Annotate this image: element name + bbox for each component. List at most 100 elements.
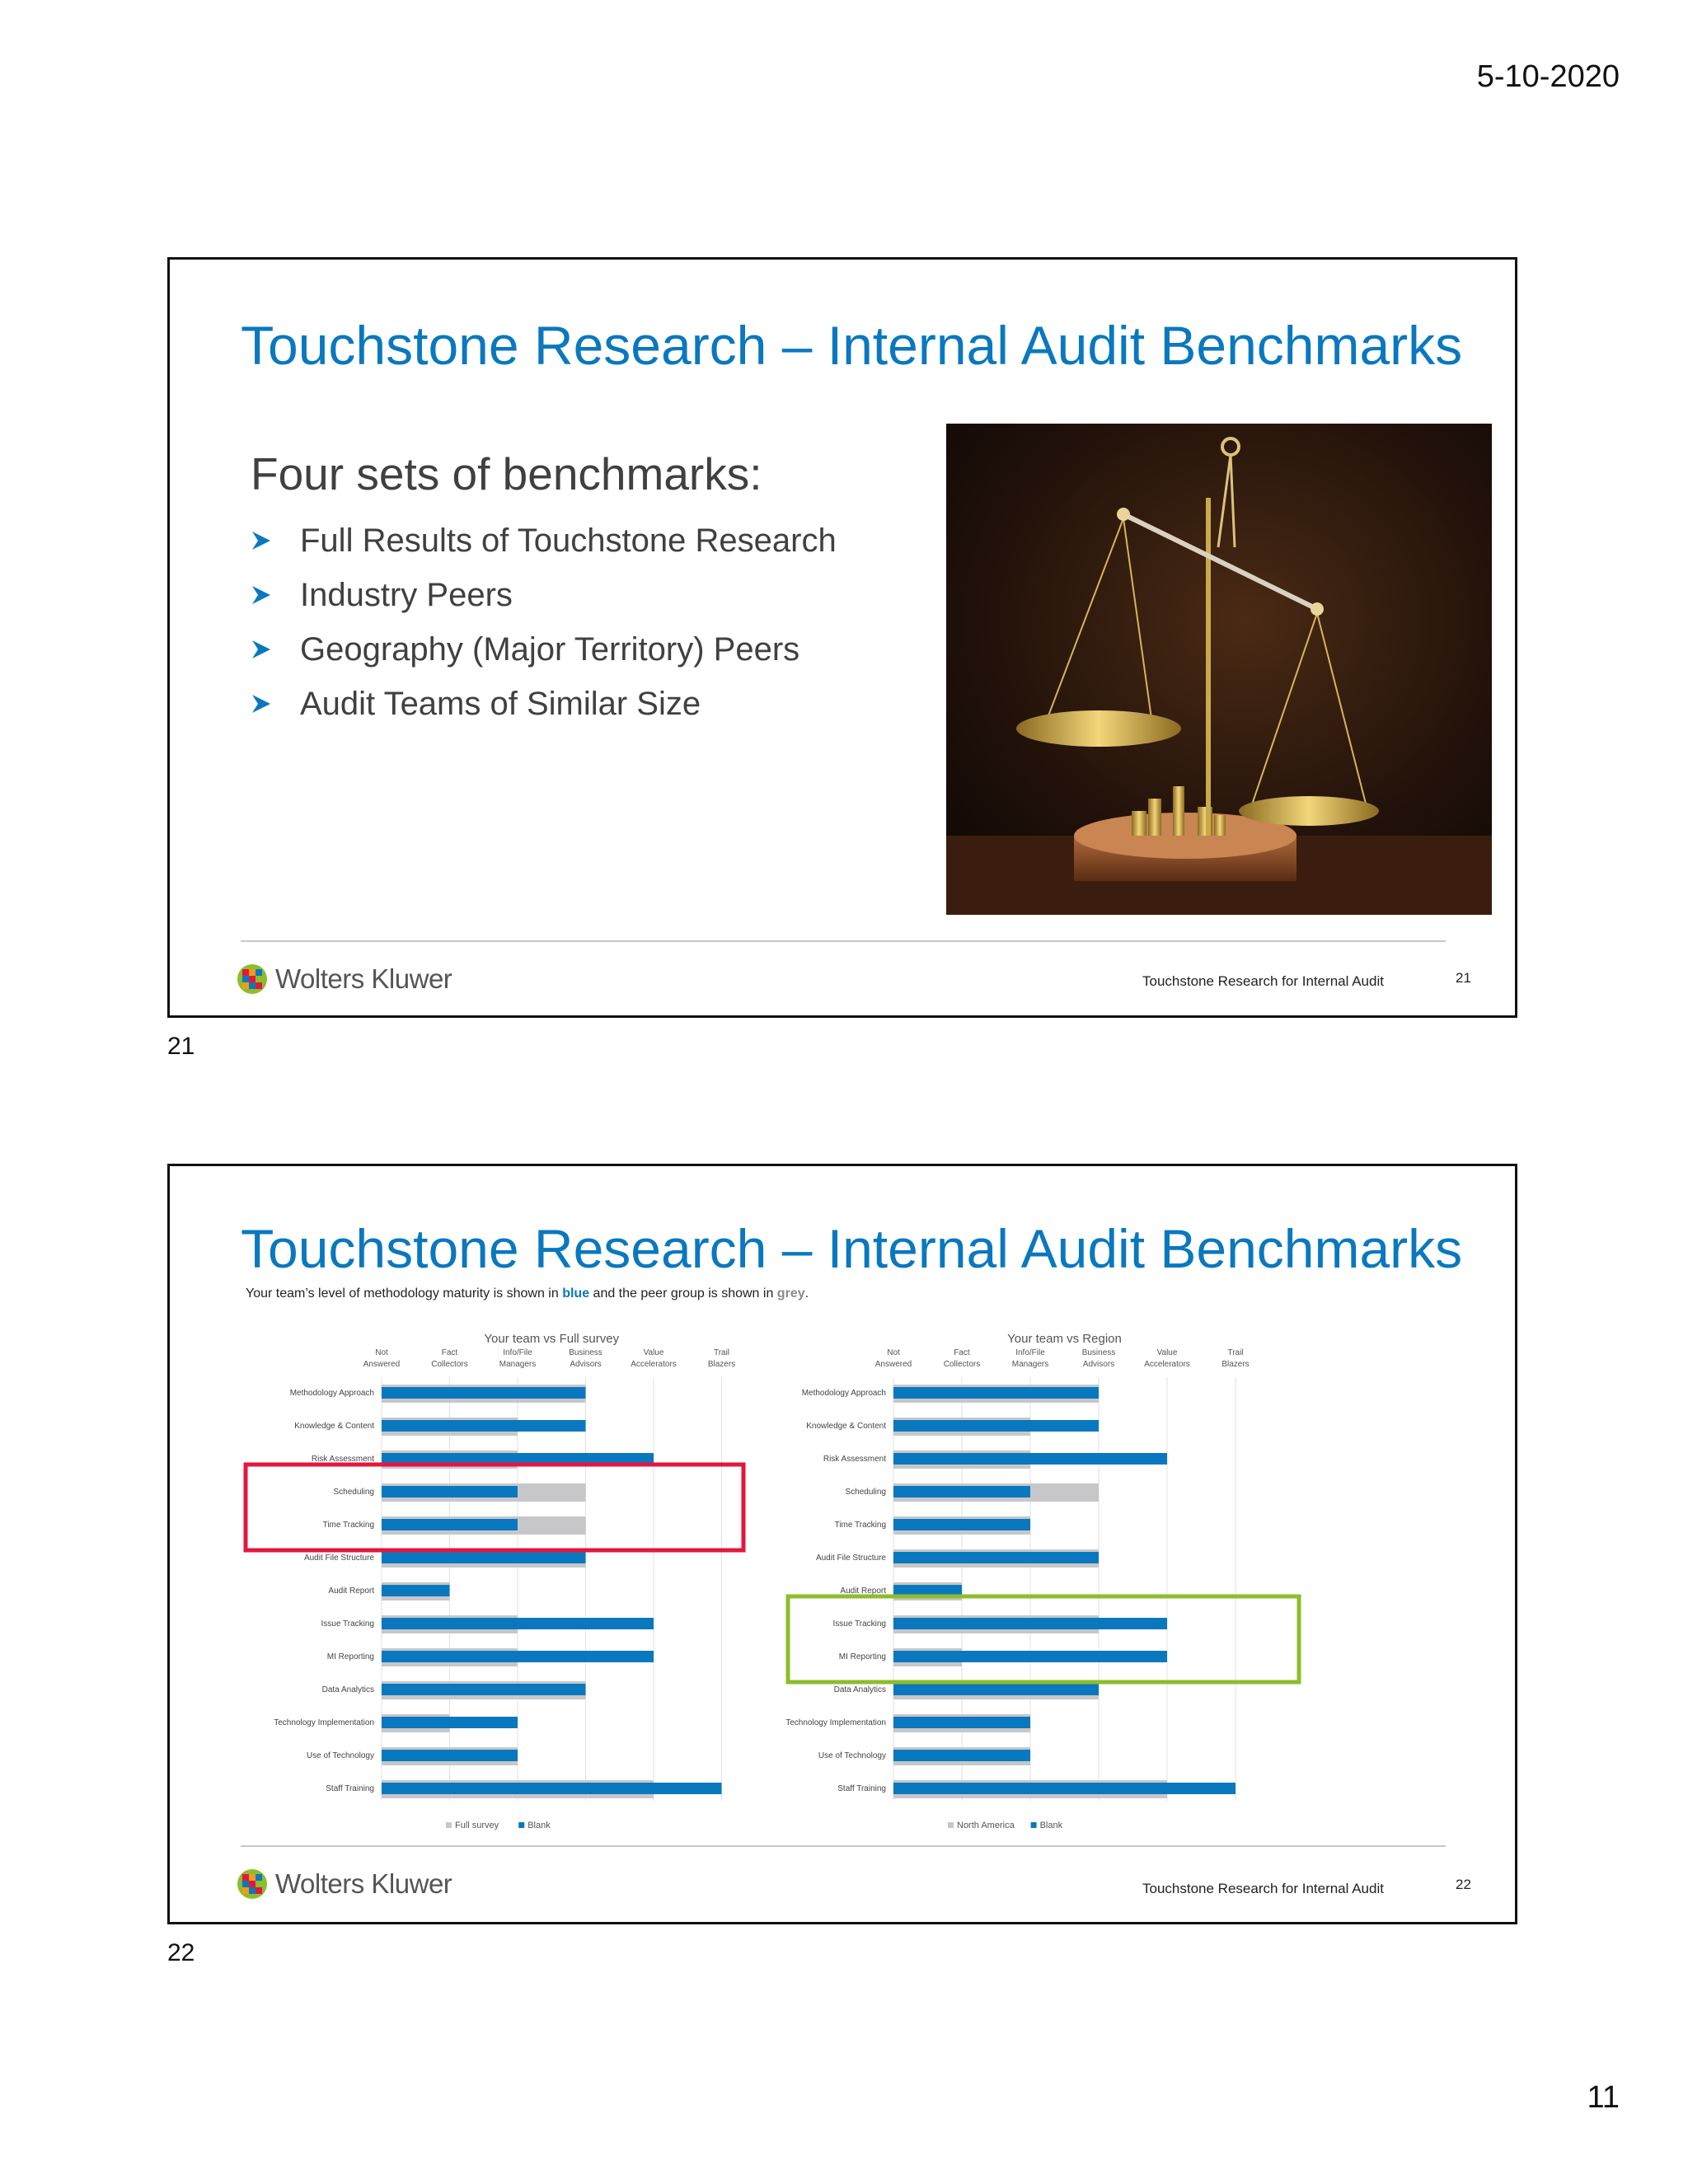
team-bar bbox=[382, 1684, 586, 1695]
subtitle-text: and the peer group is shown in bbox=[589, 1286, 777, 1301]
team-bar bbox=[893, 1453, 1167, 1465]
slide-subhead: Four sets of benchmarks: bbox=[251, 448, 762, 499]
level-label: Blazers bbox=[1221, 1360, 1249, 1369]
category-label: Technology Implementation bbox=[785, 1718, 886, 1727]
slide-caption: 22 bbox=[167, 1939, 195, 1966]
arrow-bullet-icon bbox=[252, 586, 270, 604]
slide-22: Touchstone Research – Internal Audit Ben… bbox=[167, 1164, 1517, 1924]
team-bar bbox=[382, 1618, 654, 1629]
category-label: Risk Assessment bbox=[312, 1455, 374, 1464]
slide-21: Touchstone Research – Internal Audit Ben… bbox=[167, 257, 1517, 1018]
slide-footer-text: Touchstone Research for Internal Audit bbox=[1142, 973, 1384, 989]
page-date: 5-10-2020 bbox=[1476, 59, 1620, 94]
category-label: Use of Technology bbox=[818, 1751, 886, 1760]
team-bar bbox=[893, 1684, 1099, 1695]
bullet-item: Industry Peers bbox=[251, 568, 837, 622]
team-bar bbox=[893, 1618, 1167, 1629]
level-label: Blazers bbox=[708, 1360, 735, 1369]
team-bar bbox=[382, 1717, 518, 1728]
category-label: MI Reporting bbox=[839, 1652, 886, 1661]
legend-swatch-team bbox=[518, 1822, 525, 1828]
category-label: MI Reporting bbox=[327, 1652, 374, 1661]
team-bar bbox=[893, 1486, 1030, 1497]
wolters-kluwer-logo: Wolters Kluwer bbox=[236, 963, 452, 996]
category-label: Staff Training bbox=[837, 1784, 886, 1793]
category-label: Issue Tracking bbox=[833, 1619, 886, 1629]
level-label: Accelerators bbox=[631, 1360, 677, 1369]
level-label: Answered bbox=[875, 1360, 912, 1369]
level-label: Answered bbox=[363, 1360, 400, 1369]
category-label: Knowledge & Content bbox=[294, 1422, 374, 1431]
team-bar bbox=[382, 1783, 722, 1794]
category-label: Data Analytics bbox=[322, 1685, 374, 1694]
balance-scale-photo bbox=[946, 424, 1492, 915]
level-label: Advisors bbox=[570, 1360, 601, 1369]
footer-rule bbox=[241, 1845, 1446, 1847]
team-bar bbox=[893, 1519, 1030, 1530]
category-label: Audit Report bbox=[840, 1586, 886, 1596]
slide-footer-number: 22 bbox=[1456, 1877, 1471, 1892]
level-label: Not bbox=[375, 1348, 388, 1357]
bullet-item: Audit Teams of Similar Size bbox=[251, 677, 837, 731]
category-label: Methodology Approach bbox=[802, 1389, 886, 1398]
level-label: Info/File bbox=[503, 1348, 532, 1357]
page-number: 11 bbox=[1587, 2080, 1620, 2115]
bullet-text: Full Results of Touchstone Research bbox=[300, 522, 837, 559]
subtitle-text: Your team’s level of methodology maturit… bbox=[246, 1286, 563, 1301]
level-label: Advisors bbox=[1083, 1360, 1114, 1369]
bullet-item: Full Results of Touchstone Research bbox=[251, 513, 837, 568]
team-bar bbox=[382, 1552, 586, 1563]
bullet-text: Audit Teams of Similar Size bbox=[300, 685, 701, 722]
level-label: Info/File bbox=[1015, 1348, 1045, 1357]
level-label: Managers bbox=[499, 1360, 536, 1369]
wolters-kluwer-logo-icon bbox=[237, 964, 267, 994]
category-label: Data Analytics bbox=[834, 1685, 886, 1694]
wolters-kluwer-logo: Wolters Kluwer bbox=[236, 1868, 452, 1900]
category-label: Risk Assessment bbox=[823, 1455, 886, 1464]
legend-label: North America bbox=[957, 1821, 1015, 1830]
arrow-bullet-icon bbox=[252, 695, 270, 713]
team-bar bbox=[382, 1651, 654, 1662]
slide-title: Touchstone Research – Internal Audit Ben… bbox=[241, 315, 1463, 376]
category-label: Knowledge & Content bbox=[806, 1422, 886, 1431]
team-bar bbox=[893, 1717, 1030, 1728]
level-label: Trail bbox=[714, 1348, 729, 1357]
logo-text: Wolters Kluwer bbox=[275, 963, 452, 994]
highlight-box bbox=[785, 1594, 1301, 1685]
level-label: Business bbox=[569, 1348, 603, 1357]
level-label: Managers bbox=[1012, 1360, 1048, 1369]
slide-footer-text: Touchstone Research for Internal Audit bbox=[1142, 1881, 1384, 1896]
subtitle-grey-word: grey bbox=[776, 1286, 805, 1301]
level-label: Collectors bbox=[431, 1360, 467, 1369]
arrow-bullet-icon bbox=[252, 640, 270, 658]
team-bar bbox=[382, 1750, 518, 1761]
team-bar bbox=[893, 1420, 1099, 1432]
category-label: Audit File Structure bbox=[816, 1554, 886, 1563]
level-label: Trail bbox=[1227, 1348, 1243, 1357]
team-bar bbox=[382, 1486, 518, 1497]
arrow-bullet-icon bbox=[252, 532, 270, 550]
slide-subtitle: Your team’s level of methodology maturit… bbox=[246, 1286, 809, 1301]
slide-footer-number: 21 bbox=[1456, 970, 1471, 986]
category-label: Time Tracking bbox=[835, 1521, 886, 1530]
slide-caption: 21 bbox=[167, 1033, 195, 1060]
level-label: Business bbox=[1082, 1348, 1116, 1357]
legend-label: Full survey bbox=[455, 1821, 499, 1830]
wolters-kluwer-logo-icon bbox=[237, 1869, 267, 1899]
bullet-text: Geography (Major Territory) Peers bbox=[300, 630, 800, 668]
team-bar bbox=[382, 1585, 450, 1596]
bullet-item: Geography (Major Territory) Peers bbox=[251, 622, 837, 677]
category-label: Audit Report bbox=[328, 1586, 374, 1596]
category-label: Staff Training bbox=[326, 1784, 374, 1793]
team-bar bbox=[382, 1519, 518, 1530]
level-label: Value bbox=[1157, 1348, 1178, 1357]
subtitle-text: . bbox=[804, 1286, 809, 1301]
category-label: Time Tracking bbox=[323, 1521, 374, 1530]
bullet-text: Industry Peers bbox=[300, 576, 513, 613]
slide-title: Touchstone Research – Internal Audit Ben… bbox=[241, 1218, 1463, 1279]
team-bar bbox=[893, 1585, 962, 1596]
level-label: Fact bbox=[442, 1348, 458, 1357]
chart-title: Your team vs Full survey bbox=[484, 1332, 619, 1346]
category-label: Use of Technology bbox=[307, 1751, 374, 1760]
